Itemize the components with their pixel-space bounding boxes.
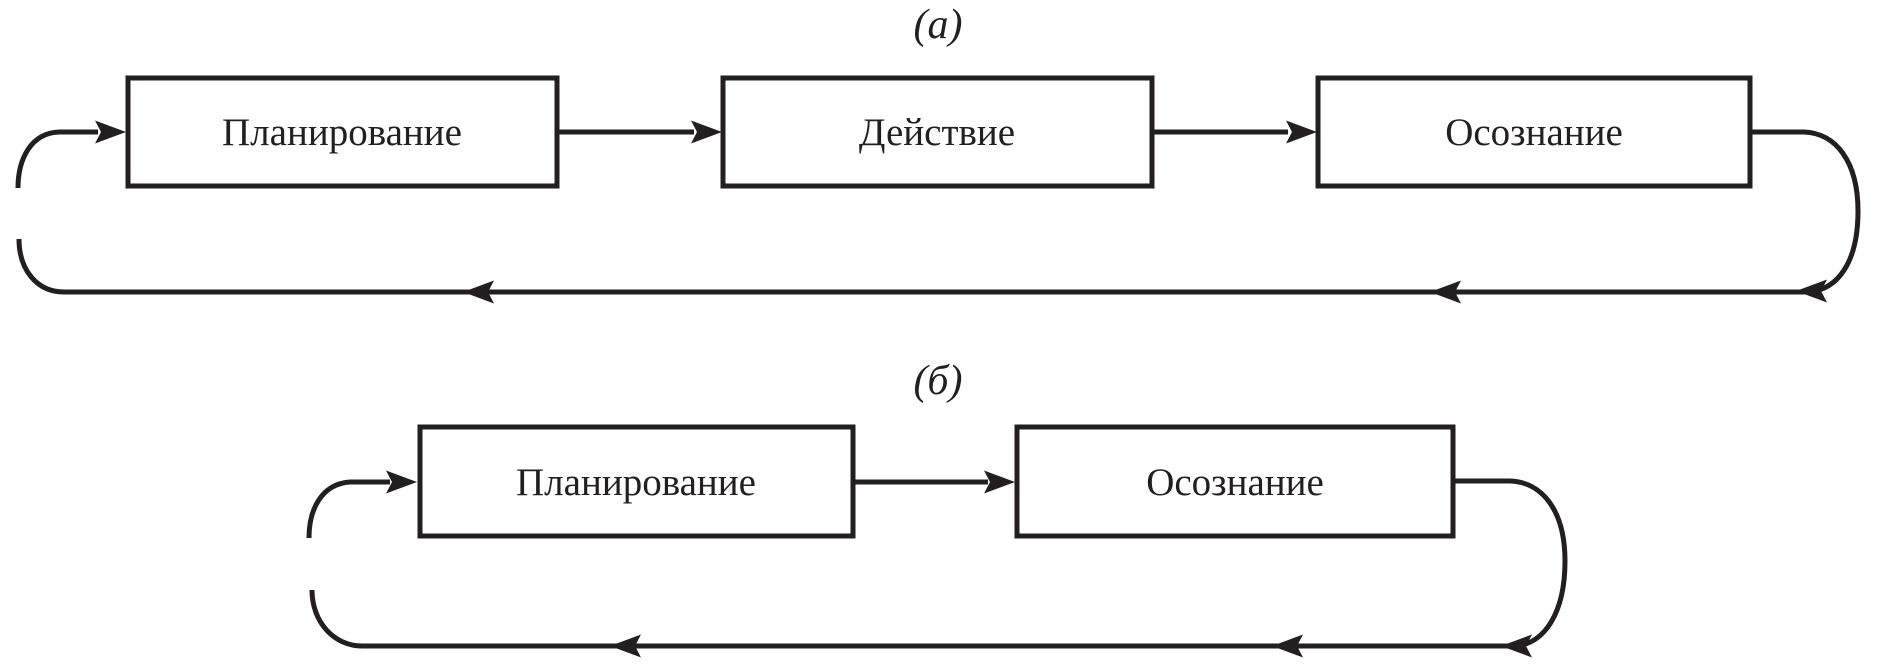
panel-b-label: (б) <box>913 358 962 404</box>
arrowhead-a-loop-junction <box>1796 279 1827 303</box>
arrowhead-b-bottom-left <box>610 634 641 658</box>
box-label: Осознание <box>1146 461 1324 504</box>
box-rect <box>1315 75 1753 189</box>
panel-b: (б) Планирование Осознание <box>306 358 1568 658</box>
feedback-curve-b-left <box>306 479 390 539</box>
box-rect <box>720 75 1155 189</box>
arrowhead-b-bottom-right <box>1272 634 1303 658</box>
box-label: Планирование <box>222 111 462 154</box>
arrowhead-a-into-action <box>691 120 722 144</box>
feedback-line-b-bottom <box>309 589 1515 649</box>
feedback-line-a-bottom <box>16 238 1808 295</box>
box-rect <box>125 75 560 189</box>
arrowhead-a-into-planning <box>95 120 126 144</box>
box-label: Осознание <box>1445 111 1623 154</box>
box-label: Планирование <box>516 461 756 504</box>
flow-box-a-awareness: Осознание <box>1315 75 1753 189</box>
box-rect <box>417 424 856 539</box>
panel-a: (а) Планирование Действие Осознание <box>15 2 1861 304</box>
feedback-curve-a-left <box>15 129 98 189</box>
arrowhead-b-into-planning <box>386 470 417 494</box>
arrowhead-b-loop-junction <box>1501 634 1532 658</box>
box-rect <box>1014 424 1456 539</box>
arrowhead-a-into-awareness <box>1286 120 1317 144</box>
arrowhead-a-bottom-right <box>1430 280 1461 304</box>
arrowhead-a-bottom-left <box>463 280 494 304</box>
feedback-curve-b-right <box>1453 478 1568 649</box>
flow-box-b-awareness: Осознание <box>1014 424 1456 539</box>
flow-box-a-action: Действие <box>720 75 1155 189</box>
arrowhead-b-into-awareness <box>984 470 1015 494</box>
panel-a-label: (а) <box>914 2 963 48</box>
flow-box-b-planning: Планирование <box>417 424 856 539</box>
flow-box-a-planning: Планирование <box>125 75 560 189</box>
box-label: Действие <box>859 111 1015 154</box>
feedback-curve-a-right <box>1750 129 1861 295</box>
